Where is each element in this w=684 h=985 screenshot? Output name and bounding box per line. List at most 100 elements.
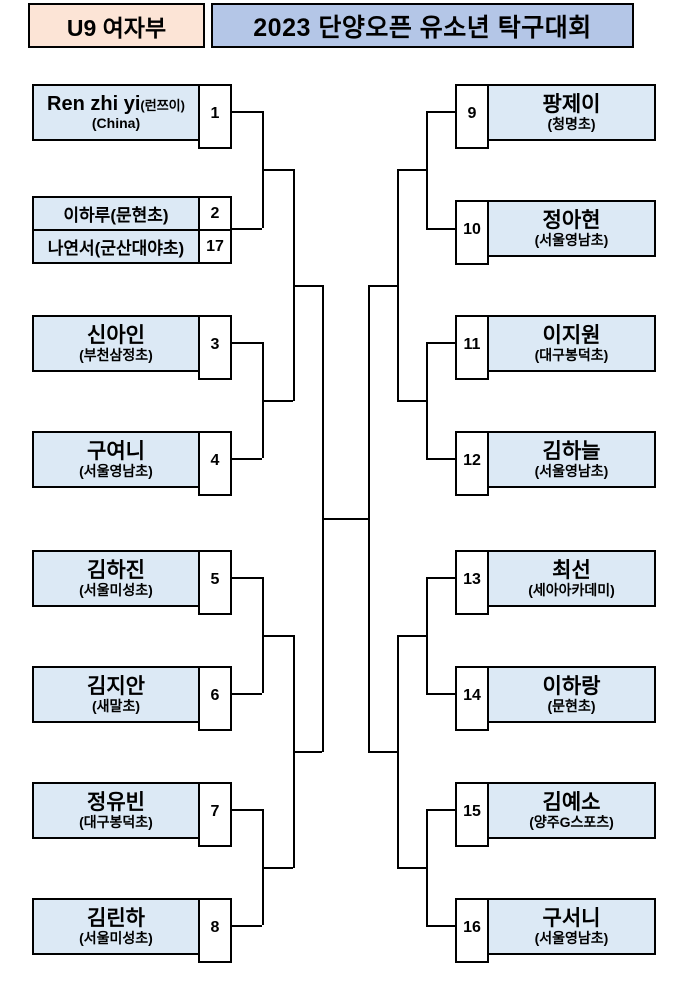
bracket-line: [426, 458, 457, 460]
bracket-line: [230, 228, 262, 230]
player-school: (새말초): [92, 697, 140, 714]
player-name: 이하루(문현초): [32, 196, 200, 231]
player-name-box: 김예소 (양주G스포츠): [487, 782, 656, 839]
entry-seed-4: 구여니 (서울영남초) 4: [32, 431, 232, 496]
player-name: 이지원: [542, 323, 601, 347]
bracket-line: [426, 111, 457, 113]
bracket-line: [397, 635, 426, 637]
player-name: 정유빈: [87, 790, 145, 814]
bracket-line: [426, 577, 428, 693]
player-name: 김하진: [87, 558, 145, 582]
bracket-line: [230, 577, 262, 579]
player-school: (China): [91, 115, 141, 132]
bracket-line: [397, 867, 426, 869]
bracket-line: [397, 635, 399, 868]
player-name-box: 정유빈 (대구봉덕초): [32, 782, 200, 839]
player-school: (청명초): [547, 115, 596, 132]
tournament-title: 2023 단양오픈 유소년 탁구대회: [211, 3, 634, 48]
seed-number: 17: [198, 229, 232, 264]
seed-number: 16: [455, 898, 489, 963]
bracket-line: [262, 635, 293, 637]
bracket-line: [230, 111, 262, 113]
player-name: 김하늘: [542, 439, 601, 463]
seed-number: 12: [455, 431, 489, 496]
entry-seed-14: 14 이하랑 (문현초): [455, 666, 656, 731]
entry-seed-16: 16 구서니 (서울영남초): [455, 898, 656, 963]
bracket-line: [230, 925, 262, 927]
bracket-line: [368, 285, 370, 752]
entry-seed-3: 신아인 (부천삼정초) 3: [32, 315, 232, 380]
player-name-box: Ren zhi yi(런쯔이) (China): [32, 84, 200, 141]
player-name: 김지안: [87, 674, 145, 698]
player-name-box: 김하늘 (서울영남초): [487, 431, 656, 488]
bracket-line: [262, 400, 293, 402]
player-school: (서울영남초): [534, 929, 609, 946]
bracket-line: [230, 809, 262, 811]
bracket-line-final: [322, 518, 369, 520]
player-name: 구여니: [87, 439, 145, 463]
player-name-box: 이하랑 (문현초): [487, 666, 656, 723]
bracket-line: [397, 169, 399, 401]
bracket-line: [397, 169, 426, 171]
player-name: 이하랑: [542, 674, 601, 698]
entry-seed-17: 나연서(군산대야초) 17: [32, 229, 232, 264]
player-name-box: 구서니 (서울영남초): [487, 898, 656, 955]
seed-number: 15: [455, 782, 489, 847]
bracket-line: [426, 925, 457, 927]
entry-seed-5: 김하진 (서울미성초) 5: [32, 550, 232, 615]
bracket-line: [293, 285, 322, 287]
entry-seed-7: 정유빈 (대구봉덕초) 7: [32, 782, 232, 847]
bracket-line: [426, 342, 428, 458]
bracket-line: [230, 458, 262, 460]
bracket-line: [368, 751, 397, 753]
player-name: 구서니: [542, 906, 601, 930]
player-school: (서울영남초): [534, 231, 609, 248]
player-name: 최선: [552, 558, 591, 582]
entry-seed-1: Ren zhi yi(런쯔이) (China) 1: [32, 84, 232, 149]
seed-number: 6: [198, 666, 232, 731]
player-name: 김예소: [542, 790, 601, 814]
player-name-box: 김린하 (서울미성초): [32, 898, 200, 955]
seed-number: 14: [455, 666, 489, 731]
player-school: (서울영남초): [534, 462, 609, 479]
bracket-line: [426, 809, 428, 925]
entry-seed-9: 9 팡제이 (청명초): [455, 84, 656, 149]
entry-seed-8: 김린하 (서울미성초) 8: [32, 898, 232, 963]
entry-seed-12: 12 김하늘 (서울영남초): [455, 431, 656, 496]
bracket-line: [426, 809, 457, 811]
seed-number: 2: [198, 196, 232, 231]
seed-number: 4: [198, 431, 232, 496]
player-name: 신아인: [87, 323, 145, 347]
player-school: (세아아카데미): [528, 581, 615, 598]
player-school: (대구봉덕초): [534, 346, 609, 363]
seed-number: 5: [198, 550, 232, 615]
player-school: (양주G스포츠): [529, 813, 614, 830]
entry-playin-2-vs-17: 이하루(문현초) 2 나연서(군산대야초) 17: [32, 196, 232, 264]
entry-seed-13: 13 최선 (세아아카데미): [455, 550, 656, 615]
player-name-box: 정아현 (서울영남초): [487, 200, 656, 257]
player-name-box: 김지안 (새말초): [32, 666, 200, 723]
player-school: (서울영남초): [79, 462, 153, 479]
bracket-line: [230, 342, 262, 344]
bracket-line: [230, 693, 262, 695]
entry-seed-2: 이하루(문현초) 2: [32, 196, 232, 231]
player-name-box: 구여니 (서울영남초): [32, 431, 200, 488]
player-name: Ren zhi yi(런쯔이): [47, 93, 185, 116]
bracket-line: [426, 228, 457, 230]
bracket-line: [426, 111, 428, 228]
bracket-line: [426, 693, 457, 695]
bracket-line: [293, 751, 322, 753]
entry-seed-6: 김지안 (새말초) 6: [32, 666, 232, 731]
player-name-box: 이지원 (대구봉덕초): [487, 315, 656, 372]
player-name: 팡제이: [542, 92, 601, 116]
seed-number: 8: [198, 898, 232, 963]
bracket-line: [262, 169, 293, 171]
bracket-line: [426, 342, 457, 344]
seed-number: 13: [455, 550, 489, 615]
seed-number: 3: [198, 315, 232, 380]
bracket-line: [397, 400, 426, 402]
bracket-line: [426, 577, 457, 579]
bracket-line: [262, 867, 293, 869]
player-name-box: 팡제이 (청명초): [487, 84, 656, 141]
player-name-box: 김하진 (서울미성초): [32, 550, 200, 607]
